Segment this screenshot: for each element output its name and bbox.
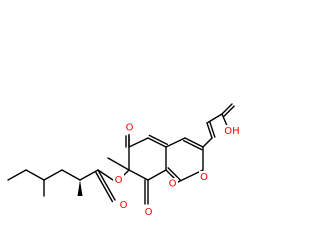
bond-c8-c7	[128, 169, 149, 181]
atom-o-ester: O	[113, 174, 124, 187]
bond-c8a-c8	[147, 169, 167, 181]
bond-ch2b-ch3	[7, 169, 27, 181]
atom-o-ketone-bottom: O	[143, 206, 154, 219]
bond-carboxyl-o	[223, 105, 235, 117]
bond-c3-vinyl	[202, 137, 213, 148]
bond-vinyl-double	[206, 122, 213, 139]
atom-label-o-ring: O	[169, 179, 177, 190]
atom-acid-o: O	[199, 171, 210, 184]
wedge-calpha-methyl	[77, 180, 83, 196]
bond-o2-c1-a	[177, 169, 204, 183]
bond-c6-c5	[128, 137, 149, 148]
bond-carbonyl-calpha	[79, 169, 99, 181]
bond-vinyl-double	[209, 121, 216, 138]
bond-ch2-cgamma	[43, 169, 63, 181]
atom-o-ring: O	[167, 178, 178, 191]
molecule-structure: O O O O O OH O	[7, 103, 244, 219]
bond-ester-carbonyl-o	[94, 170, 114, 203]
bond-o-carbonyl	[97, 169, 114, 181]
bond-ester-carbonyl-o	[97, 169, 116, 201]
bond-c4a-c4	[165, 137, 186, 148]
bond-cgamma-ch2b	[25, 169, 45, 181]
bond-c4-c3	[184, 137, 204, 148]
bond-c5-c4a	[147, 137, 167, 148]
bond-c4-c3	[182, 139, 203, 151]
atom-labels: O O O O O OH O	[113, 121, 244, 219]
bond-c7-methyl	[107, 157, 130, 171]
bond-vinyl-carboxyl	[206, 113, 223, 124]
bond-calpha-ch2	[61, 169, 81, 181]
bond-c1-c8a	[167, 167, 181, 181]
bonds	[7, 103, 235, 205]
atom-o-ester-carbonyl: O	[118, 199, 129, 212]
atom-label-acid-oh: OH	[224, 126, 239, 137]
atom-acid-oh: OH	[222, 125, 244, 138]
atom-label-acid-o: O	[200, 172, 208, 183]
atom-o-ketone-top: O	[124, 121, 135, 134]
atom-label-o-ester-carbonyl: O	[120, 200, 128, 211]
bond-carboxyl-o	[221, 103, 233, 115]
bond-c5-c4a	[148, 134, 169, 146]
atom-label-o-ketone-top: O	[126, 123, 134, 134]
atom-label-o-ketone-bottom: O	[145, 207, 153, 218]
atom-label-o-ester: O	[115, 175, 123, 186]
